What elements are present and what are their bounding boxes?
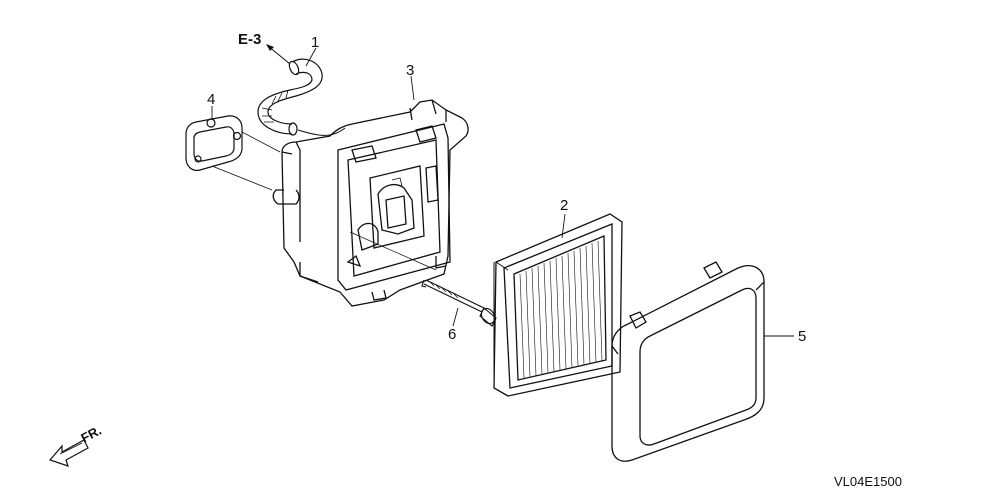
drawing-code: VL04E1500 [834, 474, 902, 489]
air-filter-element [493, 213, 623, 397]
callout-6: 6 [448, 326, 456, 343]
callout-1: 1 [311, 34, 319, 51]
callout-2: 2 [560, 197, 568, 214]
gasket [185, 115, 281, 191]
air-cleaner-case [272, 99, 469, 307]
air-cleaner-cover [611, 261, 765, 462]
callout-4: 4 [207, 91, 215, 108]
callout-5: 5 [798, 328, 806, 345]
reference-arrow-icon [266, 44, 291, 65]
callout-leaders [211, 47, 794, 337]
flange-bolt [349, 231, 497, 327]
breather-tube [257, 58, 346, 136]
callout-3: 3 [406, 62, 414, 79]
reference-label: E-3 [238, 31, 261, 48]
front-direction-arrow-icon [48, 439, 89, 467]
